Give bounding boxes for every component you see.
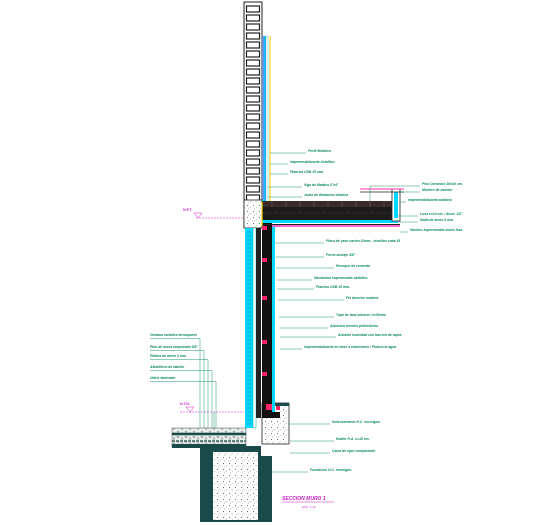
brick	[245, 131, 261, 139]
level-lower-label: N.T.N.	[180, 402, 190, 406]
label-sl-2: Impermeabilizante asfaltico	[408, 198, 452, 202]
label-ru-3: Viga de Madera 2"x4"	[304, 183, 339, 187]
brick	[245, 14, 261, 22]
label-rl-1: Radier H.A. e=10 cm.	[336, 437, 370, 441]
brick	[245, 167, 261, 175]
brick	[245, 32, 261, 40]
slab-membrane	[262, 220, 398, 223]
rebar-mark	[266, 404, 272, 410]
label-rm-9: Impermeabilizante en base a elastomero /…	[304, 345, 396, 349]
drawing-title-block: SECCION MURO 1 ESC. 1:10	[282, 496, 334, 509]
brick	[245, 122, 261, 130]
rebar-marks	[262, 226, 280, 410]
brick	[245, 104, 261, 112]
label-ru-1: Impermeabilizante Asfaltico	[290, 160, 335, 164]
annotations-right-middle: Placa de yeso carton 10mm - tornillos ca…	[304, 239, 403, 349]
label-rm-1: Perno anclaje 3/8"	[326, 253, 356, 257]
label-rm-3: Membrana impermeable asfaltica	[314, 276, 367, 280]
insulation-dots	[247, 231, 251, 425]
brick	[245, 50, 261, 58]
brick	[245, 113, 261, 121]
label-rm-6: Tapa de lana mineral / e=50mm	[336, 313, 386, 317]
rebar-mark	[262, 296, 267, 300]
foundation-core	[213, 452, 258, 520]
ceiling-board	[272, 225, 400, 227]
label-ru-4: Junta de dilatacion elastica	[304, 193, 348, 197]
label-ru-2: Plancha OSB 15 mm.	[290, 170, 324, 174]
slab-finish	[262, 201, 392, 207]
label-rm-4: Plancha OSB 15 mm.	[316, 285, 350, 289]
label-l-3: Albañileria de ladrillo	[149, 365, 184, 369]
label-ru-0: Perfil Metalico	[308, 149, 331, 153]
label-rm-7: Aislacion termica poliestireno	[329, 324, 378, 328]
rebar-mark	[262, 258, 267, 262]
label-l-2: Pletina de acero 3 mm.	[150, 354, 187, 358]
drawing-scale: ESC. 1:10	[302, 505, 316, 509]
brick	[245, 149, 261, 157]
label-rm-5: Pie derecho madera	[346, 296, 378, 300]
brick	[245, 23, 261, 31]
label-rl-0: Sobrecimiento H.C. hormigon	[332, 420, 380, 424]
brick	[245, 77, 261, 85]
label-rl-2: Cama de ripio compactado	[332, 449, 375, 453]
annotations-left: Ventana metalica termopanel Pilar de ace…	[149, 333, 198, 380]
label-l-4: Vidrio laminado	[150, 376, 175, 380]
upper-waterproof-strip	[262, 36, 266, 212]
label-sl-1: Mortero de asiento	[422, 188, 452, 192]
slab-joints	[262, 201, 392, 214]
label-rm-0: Placa de yeso carton 10mm - tornillos ca…	[326, 239, 400, 243]
label-sl-4: Malla de acero 8 mm.	[420, 218, 454, 222]
label-sl-extra: Mortero impermeable sobre losa	[410, 228, 462, 232]
wall-base	[243, 199, 263, 229]
radier-slab	[172, 444, 246, 448]
rebar-mark	[262, 340, 267, 344]
brick	[245, 5, 261, 13]
label-l-0: Ventana metalica termopanel	[150, 333, 197, 337]
drawing-title: SECCION MURO 1	[282, 496, 326, 502]
annotations-right-upper: Perfil Metalico Impermeabilizante Asfalt…	[290, 149, 348, 197]
label-sl-3: Losa e=10 cm. / Alum. 1/2"	[420, 212, 463, 216]
steel-post	[256, 228, 261, 418]
slab-concrete	[262, 207, 392, 220]
brick	[245, 185, 261, 193]
level-marker-upper: N.P.T.	[183, 208, 244, 219]
brick	[245, 41, 261, 49]
rebar-mark	[276, 406, 280, 410]
brick	[245, 176, 261, 184]
brick	[245, 59, 261, 67]
level-upper-label: N.P.T.	[183, 208, 193, 212]
label-rm-8: Aislante humedad con barrera de vapor	[337, 333, 403, 337]
label-sl-0: Piso Ceramico 30x30 cm.	[422, 182, 463, 186]
rebar-mark	[262, 372, 267, 376]
annotations-slab: Piso Ceramico 30x30 cm. Mortero de asien…	[408, 182, 463, 232]
label-rm-2: Revoque de cemento	[336, 264, 370, 268]
leader-lines	[150, 152, 420, 473]
label-rl-3: Fundacion H.C. hormigon	[310, 468, 351, 472]
brick	[245, 95, 261, 103]
brick	[245, 140, 261, 148]
brick	[245, 86, 261, 94]
label-l-1: Pilar de acero empotrado 5/8"	[150, 345, 198, 349]
rebar-mark	[262, 226, 267, 230]
annotations-right-lower: Sobrecimiento H.C. hormigon Radier H.A. …	[310, 420, 380, 472]
inner-lining	[262, 222, 280, 418]
brick	[245, 68, 261, 76]
brick	[245, 158, 261, 166]
